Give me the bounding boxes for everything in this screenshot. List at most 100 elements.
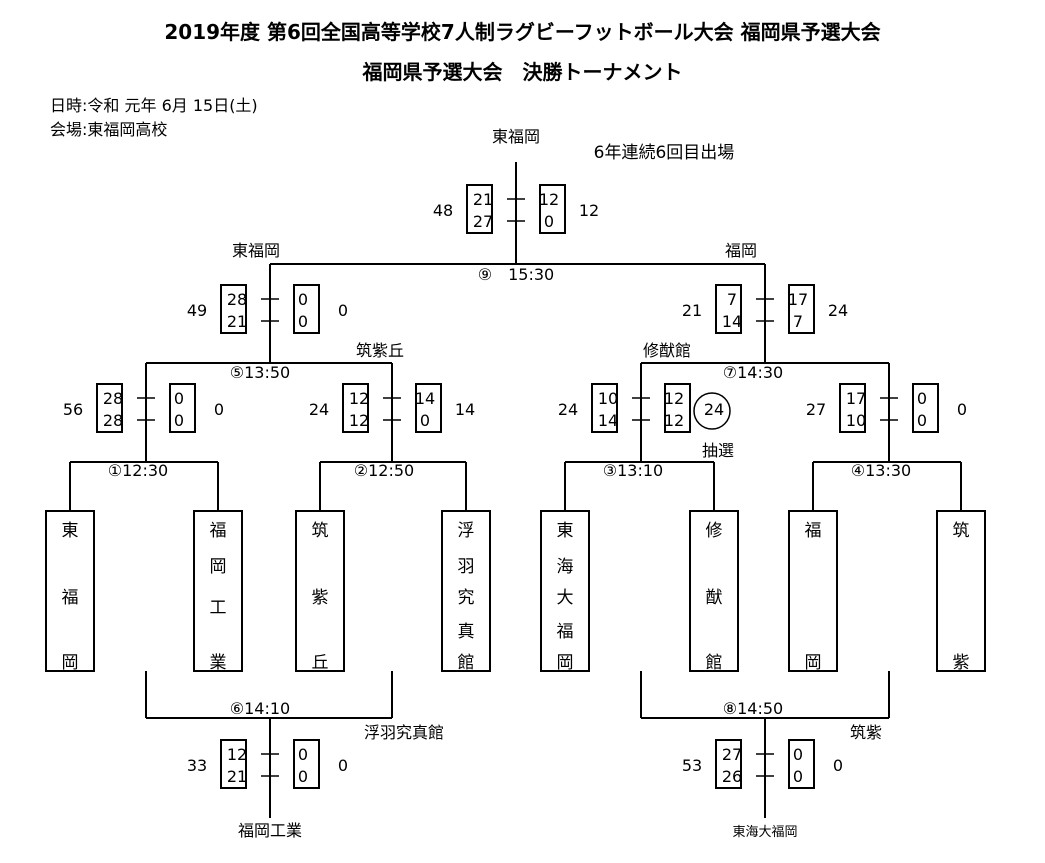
half-score: 28 — [103, 389, 123, 408]
score-box-right — [539, 184, 566, 234]
total-score: 24 — [828, 301, 848, 320]
team-name-char: 筑 — [312, 521, 329, 541]
lottery-note: 抽選 — [702, 441, 734, 460]
team-name-char: 紫 — [312, 588, 329, 608]
match-label: ⑨ 15:30 — [478, 265, 554, 284]
half-score: 12 — [664, 389, 684, 408]
total-score: 24 — [558, 400, 578, 419]
team-name-char: 福 — [805, 521, 822, 541]
team-name-char: 海 — [557, 557, 574, 577]
half-score: 17 — [788, 290, 808, 309]
half-score: 10 — [598, 389, 618, 408]
score-box-left — [466, 184, 493, 234]
half-score: 10 — [846, 411, 866, 430]
match-label: ②12:50 — [354, 461, 414, 480]
team-name-char: 丘 — [312, 653, 329, 673]
winner-label: 東福岡 — [232, 241, 280, 260]
half-score: 21 — [227, 312, 247, 331]
score-box-left — [220, 739, 247, 789]
half-score: 0 — [793, 767, 803, 786]
total-score: 24 — [309, 400, 329, 419]
lottery-circle — [693, 392, 731, 430]
half-score: 12 — [227, 745, 247, 764]
total-score: 0 — [833, 756, 843, 775]
team-name-char: 東 — [557, 521, 574, 541]
score-box-left — [96, 383, 123, 433]
half-score: 14 — [415, 389, 435, 408]
score-box-right — [912, 383, 939, 433]
score-box-right — [293, 284, 320, 334]
match-label: ⑥14:10 — [230, 699, 290, 718]
half-score: 0 — [544, 212, 554, 231]
half-score: 14 — [598, 411, 618, 430]
team-name-char: 館 — [706, 653, 723, 673]
team-name-char: 修 — [706, 521, 723, 541]
total-score: 0 — [214, 400, 224, 419]
winner-label: 東海大福岡 — [732, 824, 797, 840]
half-score: 21 — [473, 190, 493, 209]
half-score: 0 — [174, 389, 184, 408]
score-box-right — [169, 383, 196, 433]
score-box-right — [788, 739, 815, 789]
total-score: 14 — [455, 400, 475, 419]
team-name-char: 東 — [62, 521, 79, 541]
champion-note: 6年連続6回目出場 — [594, 143, 735, 163]
match-label: ①12:30 — [108, 461, 168, 480]
team-name-char: 福 — [210, 521, 227, 541]
team-name-char: 真 — [458, 622, 475, 642]
score-box-right — [415, 383, 442, 433]
score-box-left — [839, 383, 866, 433]
half-score: 0 — [298, 312, 308, 331]
winner-label: 修猷館 — [643, 341, 691, 360]
half-score: 12 — [539, 190, 559, 209]
score-box-left — [342, 383, 369, 433]
team-name-char: 大 — [557, 588, 574, 608]
team-name-char: 浮 — [458, 521, 475, 541]
half-score: 27 — [473, 212, 493, 231]
team-name-char: 究 — [458, 588, 475, 608]
total-score: 24 — [704, 400, 724, 419]
team-name-char: 岡 — [210, 557, 227, 577]
half-score: 7 — [793, 312, 803, 331]
score-box-right — [664, 383, 691, 433]
total-score: 48 — [433, 201, 453, 220]
champion-name: 東福岡 — [492, 127, 540, 146]
winner-label: 福岡 — [725, 241, 757, 260]
total-score: 0 — [338, 756, 348, 775]
half-score: 0 — [420, 411, 430, 430]
total-score: 33 — [187, 756, 207, 775]
half-score: 21 — [227, 767, 247, 786]
half-score: 14 — [722, 312, 742, 331]
half-score: 0 — [298, 767, 308, 786]
page-subtitle: 福岡県予選大会 決勝トーナメント — [362, 60, 683, 84]
half-score: 26 — [722, 767, 742, 786]
match-label: ⑧14:50 — [723, 699, 783, 718]
total-score: 53 — [682, 756, 702, 775]
total-score: 21 — [682, 301, 702, 320]
half-score: 0 — [917, 411, 927, 430]
match-label: ⑦14:30 — [723, 363, 783, 382]
total-score: 0 — [957, 400, 967, 419]
total-score: 49 — [187, 301, 207, 320]
total-score: 0 — [338, 301, 348, 320]
total-score: 27 — [806, 400, 826, 419]
total-score: 12 — [579, 201, 599, 220]
half-score: 17 — [846, 389, 866, 408]
team-name-char: 筑 — [953, 521, 970, 541]
half-score: 0 — [298, 745, 308, 764]
team-name-char: 羽 — [458, 557, 475, 577]
winner-label: 福岡工業 — [238, 821, 302, 840]
score-box-right — [788, 284, 815, 334]
match-label: ④13:30 — [851, 461, 911, 480]
team-name-char: 岡 — [557, 653, 574, 673]
half-score: 27 — [722, 745, 742, 764]
team-name-char: 紫 — [953, 653, 970, 673]
half-score: 28 — [103, 411, 123, 430]
winner-label: 筑紫丘 — [356, 341, 404, 360]
page-title: 2019年度 第6回全国高等学校7人制ラグビーフットボール大会 福岡県予選大会 — [164, 20, 881, 44]
team-name-char: 工 — [210, 598, 227, 618]
match-label: ③13:10 — [603, 461, 663, 480]
half-score: 12 — [349, 389, 369, 408]
total-score: 56 — [63, 400, 83, 419]
